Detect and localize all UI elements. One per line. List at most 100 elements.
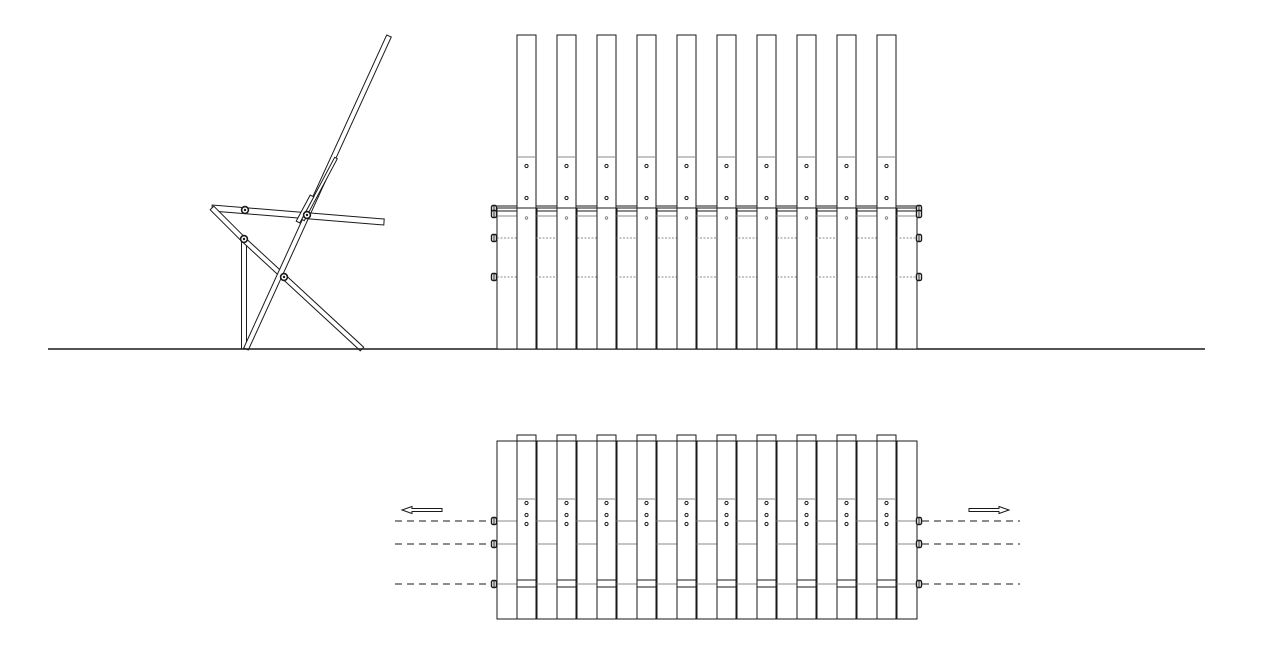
top-lower-board bbox=[777, 441, 797, 619]
front-slat-screw bbox=[685, 164, 688, 167]
top-slat bbox=[557, 435, 576, 619]
seat-rail bbox=[212, 205, 384, 225]
front-slat bbox=[637, 35, 656, 349]
top-slat bbox=[517, 435, 536, 619]
top-slat-screw bbox=[685, 522, 688, 525]
top-lower-board bbox=[577, 441, 597, 619]
front-slat-screw-hidden bbox=[565, 217, 567, 219]
side-bolt-rear-top-center bbox=[243, 208, 247, 212]
top-slat-screw bbox=[765, 501, 768, 504]
front-lower-board bbox=[537, 208, 557, 349]
top-slat bbox=[797, 435, 816, 619]
top-slat-screw bbox=[845, 501, 848, 504]
front-leg bbox=[242, 238, 363, 351]
top-lower-board bbox=[897, 441, 917, 619]
front-slat-screw-hidden bbox=[725, 217, 727, 219]
top-slat-screw bbox=[605, 501, 608, 504]
top-lower-board bbox=[817, 441, 837, 619]
top-slat-screw bbox=[885, 501, 888, 504]
front-slat-screw-hidden bbox=[885, 217, 887, 219]
top-slat-screw bbox=[605, 522, 608, 525]
top-slat-screw bbox=[805, 513, 808, 516]
front-slat bbox=[717, 35, 736, 349]
front-slat-screw bbox=[845, 196, 848, 199]
front-slat-screw bbox=[645, 196, 648, 199]
top-slat-screw bbox=[605, 513, 608, 516]
front-lower-board bbox=[857, 208, 877, 349]
front-slat-screw bbox=[805, 164, 808, 167]
top-lower-board bbox=[497, 441, 517, 619]
top-view bbox=[395, 435, 1020, 619]
top-slat-screw bbox=[805, 522, 808, 525]
front-slat-screw bbox=[645, 164, 648, 167]
rear-leg bbox=[242, 240, 247, 349]
top-slat-screw bbox=[645, 513, 648, 516]
front-slat bbox=[797, 35, 816, 349]
front-slat bbox=[597, 35, 616, 349]
top-slat bbox=[877, 435, 896, 619]
front-lower-board bbox=[657, 208, 677, 349]
top-slat-screw bbox=[885, 522, 888, 525]
top-lower-board bbox=[657, 441, 677, 619]
front-slat-screw bbox=[605, 164, 608, 167]
front-slat bbox=[557, 35, 576, 349]
front-slat-screw-hidden bbox=[685, 217, 687, 219]
stay-clip bbox=[296, 195, 314, 223]
front-slat-screw bbox=[765, 196, 768, 199]
front-slat-screw bbox=[725, 196, 728, 199]
front-slat-screw bbox=[525, 164, 528, 167]
top-slat-screw bbox=[885, 513, 888, 516]
front-slat bbox=[877, 35, 896, 349]
top-slat bbox=[677, 435, 696, 619]
front-lower-board bbox=[897, 208, 917, 349]
side-bolt-seat-center bbox=[305, 213, 309, 217]
front-slat-screw bbox=[565, 164, 568, 167]
front-slat-screw bbox=[685, 196, 688, 199]
front-lower-board bbox=[617, 208, 637, 349]
front-slat-screw-hidden bbox=[605, 217, 607, 219]
front-slat-screw bbox=[565, 196, 568, 199]
top-slat-screw bbox=[725, 501, 728, 504]
front-slat-screw bbox=[845, 164, 848, 167]
top-slat bbox=[757, 435, 776, 619]
front-slat-screw-hidden bbox=[525, 217, 527, 219]
front-slat-screw bbox=[605, 196, 608, 199]
top-slat-screw bbox=[725, 522, 728, 525]
front-lower-board bbox=[737, 208, 757, 349]
top-slat-screw bbox=[845, 513, 848, 516]
top-lower-board bbox=[857, 441, 877, 619]
front-slat bbox=[757, 35, 776, 349]
top-slat-screw bbox=[765, 513, 768, 516]
front-slat-screw bbox=[525, 196, 528, 199]
top-slat-screw bbox=[525, 522, 528, 525]
top-lower-board bbox=[617, 441, 637, 619]
top-slat-screw bbox=[845, 522, 848, 525]
top-lower-board bbox=[537, 441, 557, 619]
expand-arrow-left bbox=[402, 507, 442, 514]
front-slat-screw-hidden bbox=[805, 217, 807, 219]
top-slat-screw bbox=[565, 522, 568, 525]
front-slat bbox=[837, 35, 856, 349]
front-slat-screw bbox=[885, 196, 888, 199]
top-slat-screw bbox=[645, 501, 648, 504]
top-slat-screw bbox=[525, 513, 528, 516]
top-slat bbox=[637, 435, 656, 619]
front-slat bbox=[677, 35, 696, 349]
front-lower-board bbox=[817, 208, 837, 349]
top-slat bbox=[597, 435, 616, 619]
top-slat bbox=[837, 435, 856, 619]
top-slat-screw bbox=[565, 501, 568, 504]
top-slat-screw bbox=[565, 513, 568, 516]
top-lower-board bbox=[697, 441, 717, 619]
side-bolt-rear-mid-center bbox=[242, 237, 246, 241]
top-slat-screw bbox=[685, 501, 688, 504]
front-slat-screw bbox=[725, 164, 728, 167]
side-bolt-cross-center bbox=[282, 275, 286, 279]
top-slat-screw bbox=[805, 501, 808, 504]
top-slat-screw bbox=[685, 513, 688, 516]
front-lower-board bbox=[577, 208, 597, 349]
front-slat-screw bbox=[885, 164, 888, 167]
top-slat-screw bbox=[725, 513, 728, 516]
front-slat bbox=[517, 35, 536, 349]
